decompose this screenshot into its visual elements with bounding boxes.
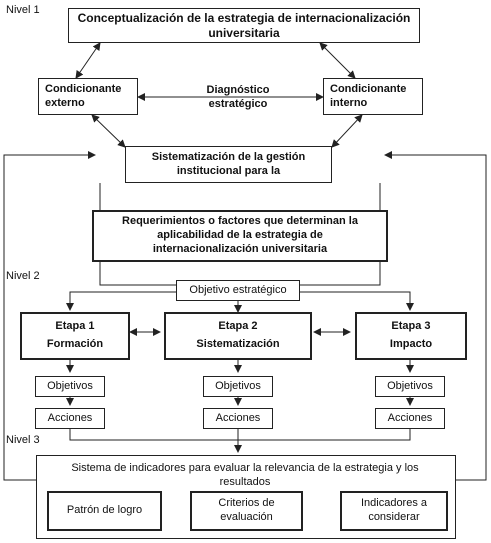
sistematizacion-gestion-box: Sistematización de la gestión institucio…	[125, 146, 332, 183]
objetivos-box-2: Objetivos	[203, 376, 273, 397]
etapa-1-name: Formación	[46, 338, 104, 350]
feedback-right	[384, 151, 487, 481]
etapa-2-box: Etapa 2 Sistematización	[164, 312, 312, 360]
level-2-label: Nivel 2	[6, 270, 40, 282]
etapa-1-box: Etapa 1 Formación	[20, 312, 130, 360]
acciones-box-2: Acciones	[203, 408, 273, 429]
acciones-box-3: Acciones	[375, 408, 445, 429]
etapa-3-name: Impacto	[389, 338, 433, 350]
arrow-mid-right	[331, 114, 363, 148]
objetivos-box-3: Objetivos	[375, 376, 445, 397]
acciones-box-1: Acciones	[35, 408, 105, 429]
diagnostico-label: Diagnóstico estratégico	[206, 84, 270, 110]
top-title-box: Conceptualización de la estrategia de in…	[68, 8, 420, 43]
patron-logro-box: Patrón de logro	[47, 491, 162, 531]
bracket-right-bottom	[300, 258, 381, 286]
arrow-to-etapa3	[300, 291, 414, 311]
etapa-2-name: Sistematización	[196, 338, 280, 350]
objetivo-estrategico-box: Objetivo estratégico	[176, 280, 300, 301]
condicionante-interno-box: Condicionante interno	[323, 78, 423, 115]
level-1-label: Nivel 1	[6, 4, 40, 16]
arrow-top-left	[75, 42, 101, 79]
feedback-left	[3, 151, 96, 481]
sistema-indicadores-title: Sistema de indicadores para evaluar la r…	[71, 462, 419, 488]
objetivos-box-1: Objetivos	[35, 376, 105, 397]
criterios-evaluacion-box: Criterios de evaluación	[190, 491, 303, 531]
arrow-top-right	[319, 42, 356, 79]
condicionante-externo-box: Condicionante externo	[38, 78, 138, 115]
etapa-2-title: Etapa 2	[218, 320, 258, 333]
etapa-1-title: Etapa 1	[55, 320, 95, 333]
etapa-3-box: Etapa 3 Impacto	[355, 312, 467, 360]
arrow-to-etapa1	[66, 291, 176, 311]
acciones-convergence	[69, 428, 411, 441]
etapa-3-title: Etapa 3	[391, 320, 431, 333]
level-3-label: Nivel 3	[6, 434, 40, 446]
requerimientos-box: Requerimientos o factores que determinan…	[92, 210, 388, 262]
arrow-mid-left	[91, 114, 126, 148]
bracket-left-bottom	[99, 258, 176, 286]
indicadores-considerar-box: Indicadores a considerar	[340, 491, 448, 531]
